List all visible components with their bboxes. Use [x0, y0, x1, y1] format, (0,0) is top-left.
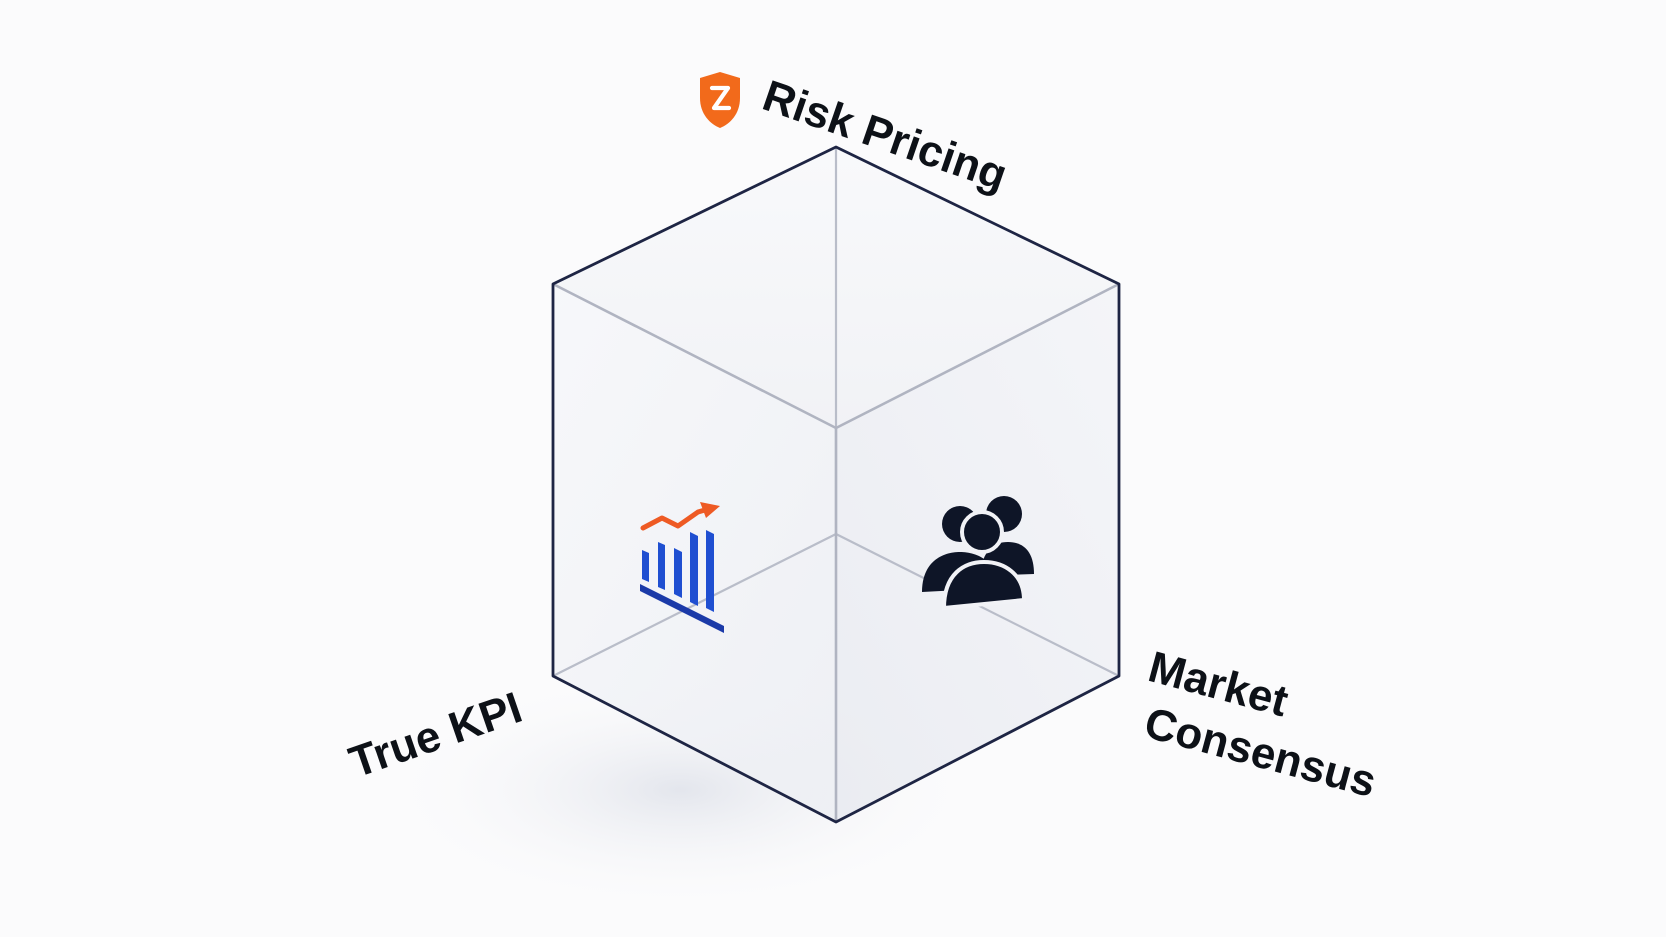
cube-front-vertical-edges: [552, 282, 1120, 822]
shield-icon: [700, 72, 740, 128]
bar-chart-trend-icon: [640, 502, 724, 633]
cube-outline: [551, 145, 1121, 824]
market-consensus-label-group: Market Consensus: [1139, 642, 1381, 807]
people-group-icon: [922, 496, 1034, 611]
cube: [551, 145, 1121, 824]
